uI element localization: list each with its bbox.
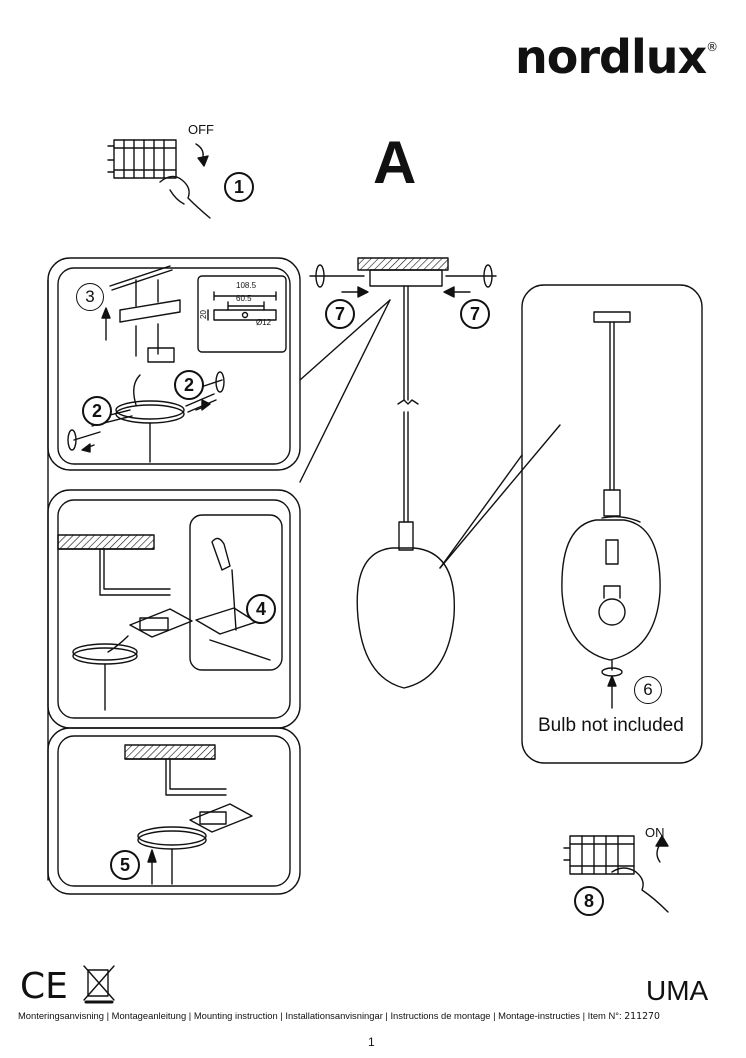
pendant-lamp — [309, 257, 497, 689]
step-8-badge: 8 — [574, 886, 604, 916]
section-label: A — [373, 129, 417, 196]
page-number: 1 — [368, 1035, 375, 1049]
step-7-left-badge: 7 — [325, 299, 355, 329]
step-4-badge: 4 — [246, 594, 276, 624]
dim-hole: Ø12 — [256, 318, 272, 327]
bulb-note: Bulb not included — [538, 715, 684, 736]
dim-width-inner: 60.5 — [236, 294, 252, 303]
bulb-detail — [561, 311, 661, 709]
step-5-badge: 5 — [110, 850, 140, 880]
mount-detail — [124, 744, 253, 885]
step-6-badge: 6 — [634, 676, 662, 704]
switch-off-label: OFF — [188, 122, 214, 137]
switch-on-label: ON — [645, 825, 665, 840]
ce-mark: CE — [20, 966, 68, 1007]
brand-logo: nordlux® — [515, 30, 718, 84]
wiring-detail — [57, 514, 283, 711]
dim-height: 20 — [198, 310, 208, 319]
footer-text: Monteringsanvisning | Montageanleitung |… — [18, 1010, 660, 1022]
switch-on-illustration — [563, 835, 669, 913]
weee-symbol — [83, 965, 115, 1004]
step-1-badge: 1 — [224, 172, 254, 202]
step-2-badge: 2 — [174, 370, 204, 400]
bracket-detail — [67, 265, 225, 463]
step-2b-badge: 2 — [82, 396, 112, 426]
step-7-right-badge: 7 — [460, 299, 490, 329]
switch-off-illustration — [107, 139, 211, 219]
step-3-badge: 3 — [76, 283, 104, 311]
dim-width-outer: 108.5 — [236, 281, 257, 290]
product-name: UMA — [646, 975, 709, 1006]
